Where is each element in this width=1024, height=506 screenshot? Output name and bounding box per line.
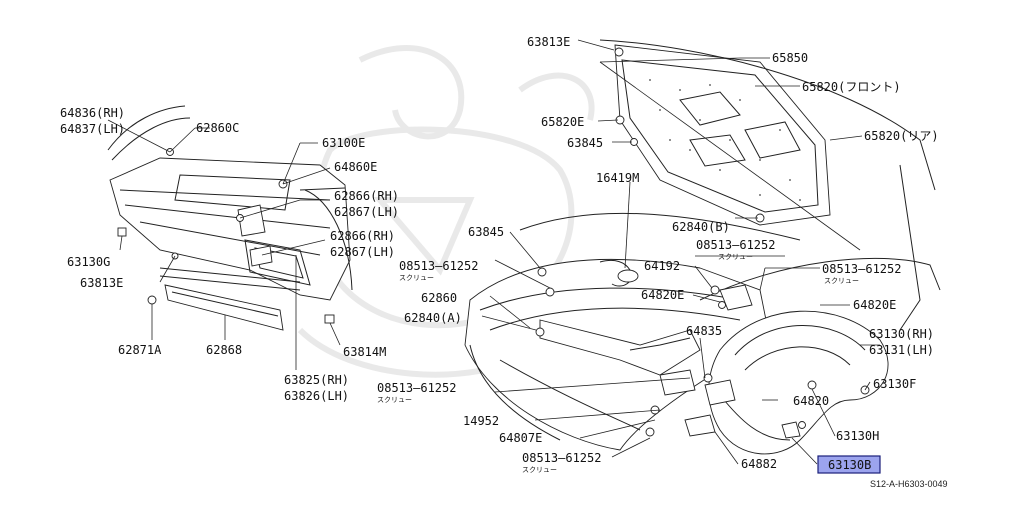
- label-64820E-a[interactable]: 64820E: [641, 288, 684, 302]
- label-08513-e-sub: スクリュー: [522, 466, 557, 474]
- label-64820[interactable]: 64820: [793, 394, 829, 408]
- leader-lines: [107, 39, 880, 465]
- label-62840B[interactable]: 62840(B): [672, 220, 730, 234]
- label-64837[interactable]: 64837(LH): [60, 122, 125, 136]
- left-assembly-drawing: [107, 105, 353, 331]
- label-62860[interactable]: 62860: [421, 291, 457, 305]
- label-63814M[interactable]: 63814M: [343, 345, 386, 359]
- label-65850[interactable]: 65850: [772, 51, 808, 65]
- label-65820E[interactable]: 65820E: [541, 115, 584, 129]
- label-63130H[interactable]: 63130H: [836, 429, 879, 443]
- label-16419M[interactable]: 16419M: [596, 171, 639, 185]
- label-63813E-left[interactable]: 63813E: [80, 276, 123, 290]
- label-62867-b[interactable]: 62867(LH): [330, 245, 395, 259]
- label-64836[interactable]: 64836(RH): [60, 106, 125, 120]
- label-63130B[interactable]: 63130B: [828, 458, 871, 472]
- label-63130G[interactable]: 63130G: [67, 255, 110, 269]
- label-63131[interactable]: 63131(LH): [869, 343, 934, 357]
- label-08513-a-sub: スクリュー: [718, 253, 753, 261]
- label-64192[interactable]: 64192: [644, 259, 680, 273]
- label-14952[interactable]: 14952: [463, 414, 499, 428]
- right-assembly-drawing: [464, 39, 941, 455]
- label-64807E[interactable]: 64807E: [499, 431, 542, 445]
- label-08513-b-sub: スクリュー: [399, 274, 434, 282]
- label-62866-a[interactable]: 62866(RH): [334, 189, 399, 203]
- selected-part-highlight: [817, 455, 881, 474]
- label-63825[interactable]: 63825(RH): [284, 373, 349, 387]
- label-64882[interactable]: 64882: [741, 457, 777, 471]
- label-63845-mid[interactable]: 63845: [468, 225, 504, 239]
- label-62868[interactable]: 62868: [206, 343, 242, 357]
- label-63130[interactable]: 63130(RH): [869, 327, 934, 341]
- label-64820E-b[interactable]: 64820E: [853, 298, 896, 312]
- diagram-code: S12-A-H6303-0049: [870, 479, 948, 489]
- label-62867-a[interactable]: 62867(LH): [334, 205, 399, 219]
- label-63130F[interactable]: 63130F: [873, 377, 916, 391]
- label-65820-rear[interactable]: 65820(リア): [864, 129, 939, 143]
- label-64860E[interactable]: 64860E: [334, 160, 377, 174]
- label-08513-d[interactable]: 08513–61252: [377, 381, 456, 395]
- label-08513-d-sub: スクリュー: [377, 396, 412, 404]
- label-08513-a[interactable]: 08513–61252: [696, 238, 775, 252]
- label-63100E[interactable]: 63100E: [322, 136, 365, 150]
- label-65820-front[interactable]: 65820(フロント): [802, 80, 901, 94]
- selected-part-63130B[interactable]: 63130B: [817, 455, 881, 474]
- label-08513-b[interactable]: 08513–61252: [399, 259, 478, 273]
- label-63845-top[interactable]: 63845: [567, 136, 603, 150]
- label-63813E-top[interactable]: 63813E: [527, 35, 570, 49]
- label-62860C[interactable]: 62860C: [196, 121, 239, 135]
- label-08513-e[interactable]: 08513–61252: [522, 451, 601, 465]
- label-64835[interactable]: 64835: [686, 324, 722, 338]
- label-08513-c[interactable]: 08513–61252: [822, 262, 901, 276]
- label-08513-c-sub: スクリュー: [824, 277, 859, 285]
- label-63826[interactable]: 63826(LH): [284, 389, 349, 403]
- label-62840A[interactable]: 62840(A): [404, 311, 462, 325]
- label-62866-b[interactable]: 62866(RH): [330, 229, 395, 243]
- label-62871A[interactable]: 62871A: [118, 343, 162, 357]
